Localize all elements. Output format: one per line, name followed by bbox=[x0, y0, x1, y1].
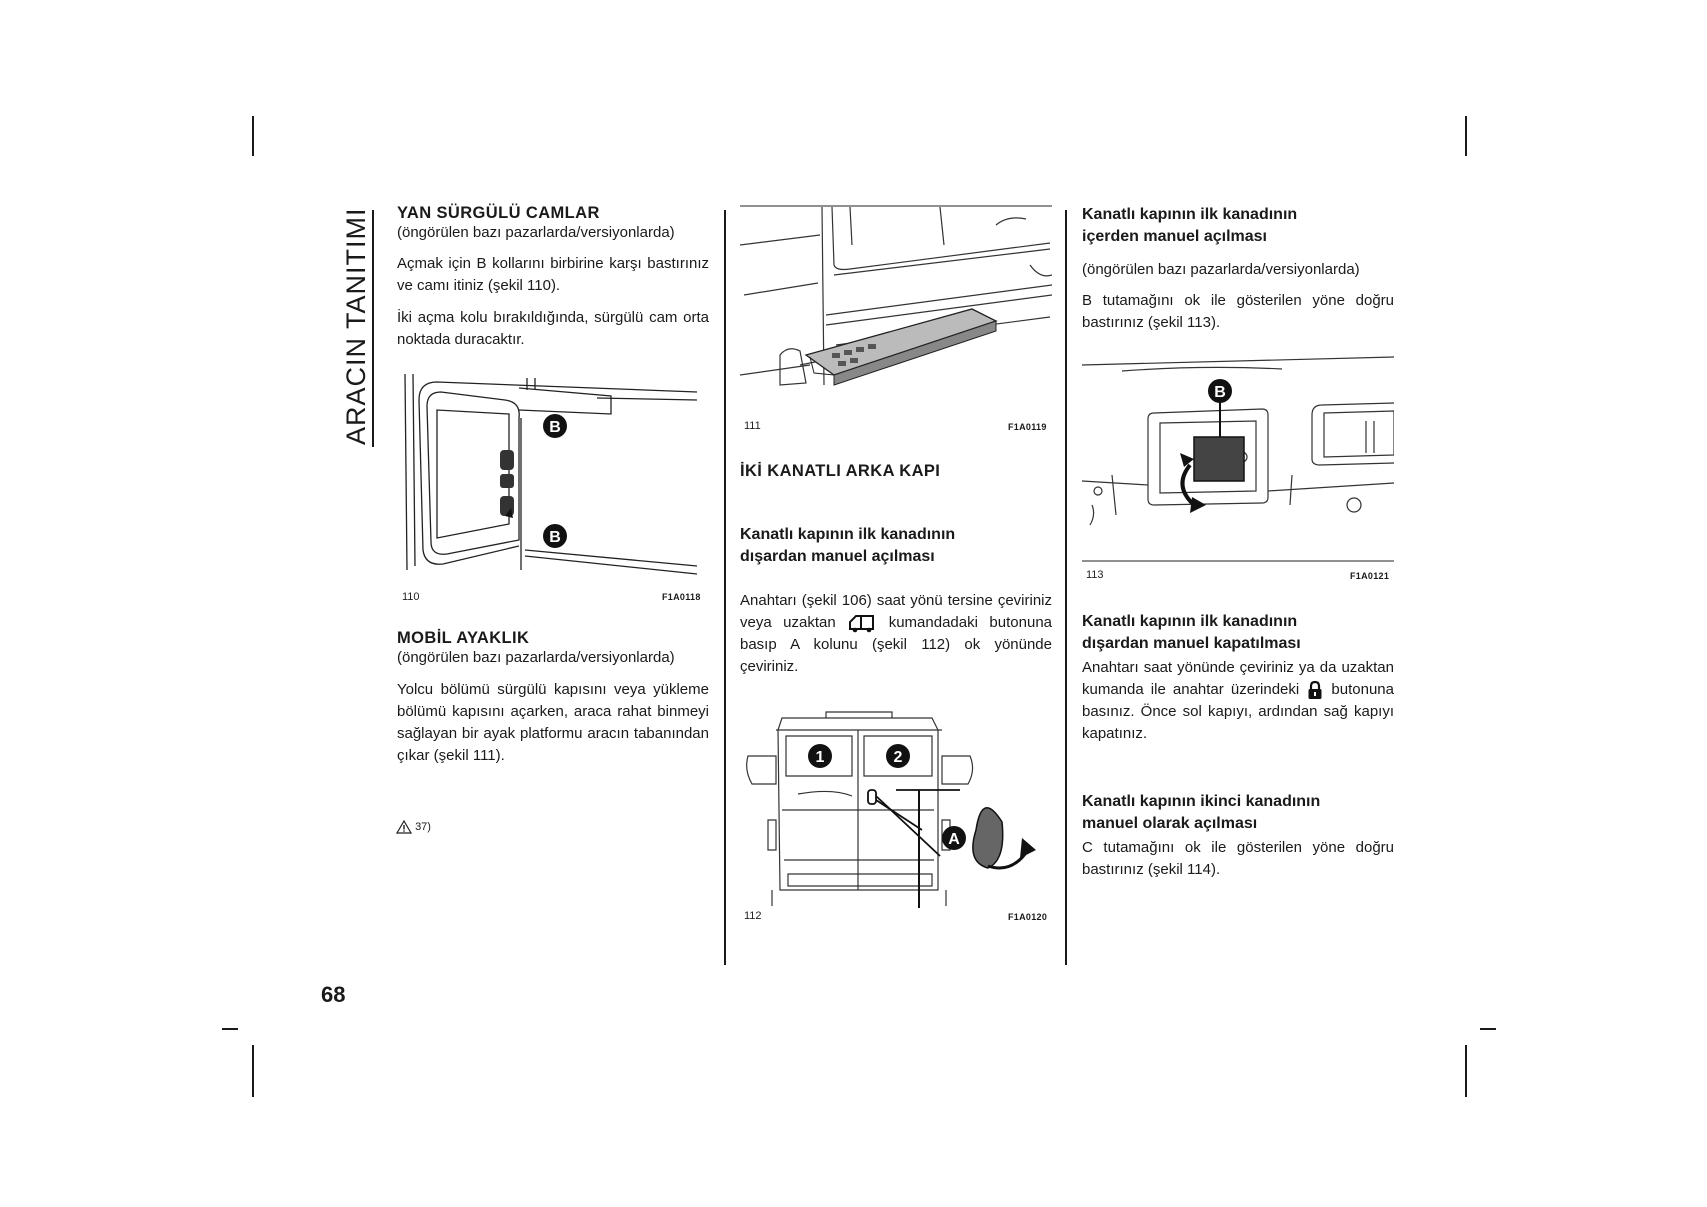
subsection-title-second-wing-l1: Kanatlı kapının ikinci kanadının bbox=[1082, 793, 1321, 810]
outside-open-paragraph-b: kumandadaki butonuna basıp A kolunu (şek… bbox=[740, 614, 1052, 675]
figure-113-number: 113 bbox=[1086, 569, 1104, 581]
page-number: 68 bbox=[321, 982, 346, 1007]
figure-112-number: 112 bbox=[744, 910, 762, 922]
crop-mark-bottom-left bbox=[252, 1045, 254, 1097]
side-windows-paragraph-1: Açmak için B kollarını birbirine karşı b… bbox=[397, 255, 709, 294]
figure-112-rear-doors: 1 2 A bbox=[746, 711, 1036, 908]
figure-111-code: F1A0119 bbox=[1008, 422, 1047, 432]
figure-110-code: F1A0118 bbox=[662, 592, 701, 602]
subsection-title-inside-open-l2: içerden manuel açılması bbox=[1082, 228, 1267, 245]
warning-reference-number: 37) bbox=[415, 820, 431, 833]
svg-text:B: B bbox=[549, 419, 561, 436]
callout-b-top: B bbox=[543, 414, 567, 438]
second-wing-paragraph: C tutamağını ok ile gösterilen yöne doğr… bbox=[1082, 839, 1394, 878]
svg-text:B: B bbox=[549, 529, 561, 546]
subsection-title-outside-close-l2: dışardan manuel kapatılması bbox=[1082, 635, 1301, 652]
section-title-side-windows: YAN SÜRGÜLÜ CAMLAR bbox=[397, 204, 600, 222]
crop-tick-right bbox=[1480, 1028, 1496, 1030]
figure-110-sliding-window: B B bbox=[404, 373, 698, 575]
subsection-title-second-wing-l2: manuel olarak açılması bbox=[1082, 815, 1258, 832]
crop-mark-top-left bbox=[252, 116, 254, 156]
inside-open-paragraph: B tutamağını ok ile gösterilen yöne doğr… bbox=[1082, 292, 1394, 331]
figure-111-number: 111 bbox=[744, 420, 761, 432]
subsection-title-outside-open-l2: dışardan manuel açılması bbox=[740, 548, 935, 565]
padlock-icon bbox=[1308, 680, 1322, 700]
warning-triangle-icon bbox=[396, 820, 412, 834]
outside-close-paragraph-a: Anahtarı saat yönünde çeviriniz ya da uz… bbox=[1082, 659, 1394, 698]
side-tab-rule bbox=[372, 210, 374, 447]
callout-b-bottom: B bbox=[543, 524, 567, 548]
crop-mark-top-right bbox=[1465, 116, 1467, 156]
side-windows-paragraph-2: İki açma kolu bırakıldığında, sürgülü ca… bbox=[397, 309, 709, 348]
outside-open-paragraph: Anahtarı (şekil 106) saat yönü tersine ç… bbox=[740, 590, 1052, 678]
svg-text:B: B bbox=[1214, 384, 1226, 401]
figure-112-code: F1A0120 bbox=[1008, 912, 1048, 922]
section-title-mobile-step: MOBİL AYAKLIK bbox=[397, 629, 530, 647]
subsection-title-inside-open-l1: Kanatlı kapının ilk kanadının bbox=[1082, 206, 1298, 223]
figure-110-number: 110 bbox=[402, 591, 420, 603]
svg-text:A: A bbox=[948, 831, 960, 848]
crop-mark-bottom-right bbox=[1465, 1045, 1467, 1097]
column-divider-2 bbox=[1065, 210, 1067, 965]
figure-113-inside-handle: B bbox=[1082, 356, 1394, 562]
callout-a: A bbox=[942, 826, 966, 850]
van-remote-icon bbox=[849, 615, 875, 633]
callout-1: 1 bbox=[808, 744, 832, 768]
mobile-step-paragraph: Yolcu bölümü sürgülü kapısını veya yükle… bbox=[397, 681, 709, 764]
outside-close-paragraph: Anahtarı saat yönünde çeviriniz ya da uz… bbox=[1082, 657, 1394, 745]
warning-reference: 37) bbox=[396, 820, 431, 834]
availability-note: (öngörülen bazı pazarlarda/versiyonlarda… bbox=[397, 224, 675, 241]
subsection-title-outside-open-l1: Kanatlı kapının ilk kanadının bbox=[740, 526, 956, 543]
step-platform bbox=[804, 308, 998, 386]
crop-tick-left bbox=[222, 1028, 238, 1030]
outside-close-paragraph-b: butonuna basınız. Önce sol kapıyı, ardın… bbox=[1082, 681, 1394, 742]
section-title-rear-door: İKİ KANATLI ARKA KAPI bbox=[740, 462, 941, 480]
figure-113-code: F1A0121 bbox=[1350, 571, 1390, 581]
outside-open-paragraph-a: Anahtarı (şekil 106) saat yönü tersine ç… bbox=[740, 592, 1052, 631]
callout-2: 2 bbox=[886, 744, 910, 768]
side-tab-label: ARACIN TANITIMI bbox=[341, 207, 371, 445]
figure-111-mobile-step bbox=[740, 205, 1052, 386]
subsection-title-outside-close-l1: Kanatlı kapının ilk kanadının bbox=[1082, 613, 1298, 630]
svg-text:2: 2 bbox=[894, 749, 903, 766]
callout-b: B bbox=[1208, 379, 1232, 403]
section-side-tab: ARACIN TANITIMI bbox=[336, 207, 376, 445]
availability-note-2: (öngörülen bazı pazarlarda/versiyonlarda… bbox=[397, 649, 675, 666]
column-divider-1 bbox=[724, 210, 726, 965]
availability-note-3: (öngörülen bazı pazarlarda/versiyonlarda… bbox=[1082, 261, 1360, 278]
svg-text:1: 1 bbox=[816, 749, 825, 766]
